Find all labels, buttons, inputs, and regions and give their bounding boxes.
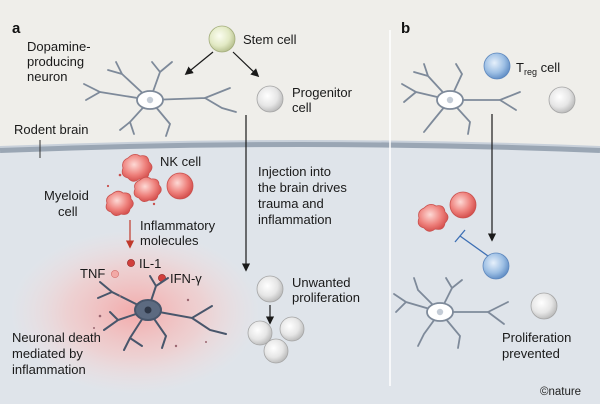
myeloid-cells (105, 154, 162, 216)
nk-cell (166, 172, 194, 200)
brain-surface-highlight (0, 140, 600, 148)
injected-progenitor-cell (256, 275, 284, 303)
dopamine-neuron-label: Dopamine- producing neuron (27, 39, 94, 84)
panel-a-label: a (12, 20, 21, 37)
treg-cell (483, 52, 511, 80)
injection-label: Injection into the brain drives trauma a… (258, 164, 351, 227)
stem-cell-label: Stem cell (243, 32, 297, 47)
neuronal-death-label: Neuronal death mediated by inflammation (12, 330, 105, 377)
rodent-brain-label: Rodent brain (14, 122, 88, 137)
brain-surface-line (0, 141, 600, 153)
healthy-neuron-b (393, 277, 509, 349)
progenitor-cell (256, 85, 284, 113)
proliferation-prevented-label: Proliferation prevented (502, 330, 575, 361)
progenitor-cell-b (548, 86, 576, 114)
inhibition-arrow (454, 229, 489, 257)
tnf-label: TNF (80, 266, 105, 281)
proliferating-cells (247, 316, 305, 364)
myeloid-cell-label: Myeloid cell (44, 188, 92, 219)
treg-cell-b (482, 252, 510, 280)
panel-b-label: b (401, 20, 410, 37)
stem-cell (208, 25, 236, 53)
inflammatory-molecules-label: Inflammatory molecules (140, 218, 219, 248)
ifn-label: IFN-γ (170, 271, 202, 286)
il1-molecule (127, 259, 135, 267)
arrow-stem-to-neuron (184, 51, 214, 76)
debris (93, 295, 207, 348)
damaged-neuron (97, 275, 227, 351)
nk-cell-label: NK cell (160, 154, 201, 169)
myeloid-cell-b (417, 204, 449, 232)
progenitor-cell-b-bottom (530, 292, 558, 320)
arrow-stem-to-progenitor (232, 51, 260, 78)
dopamine-neuron (83, 61, 237, 137)
dopamine-neuron-b (401, 63, 521, 135)
nature-credit: ©nature (540, 386, 581, 398)
il1-label: IL-1 (139, 256, 161, 271)
nk-cell-b (449, 191, 477, 219)
progenitor-cell-label: Progenitor cell (292, 85, 356, 115)
tnf-molecule (111, 270, 119, 278)
unwanted-proliferation-label: Unwanted proliferation (292, 275, 360, 305)
treg-cell-label: Treg cell (516, 60, 560, 77)
